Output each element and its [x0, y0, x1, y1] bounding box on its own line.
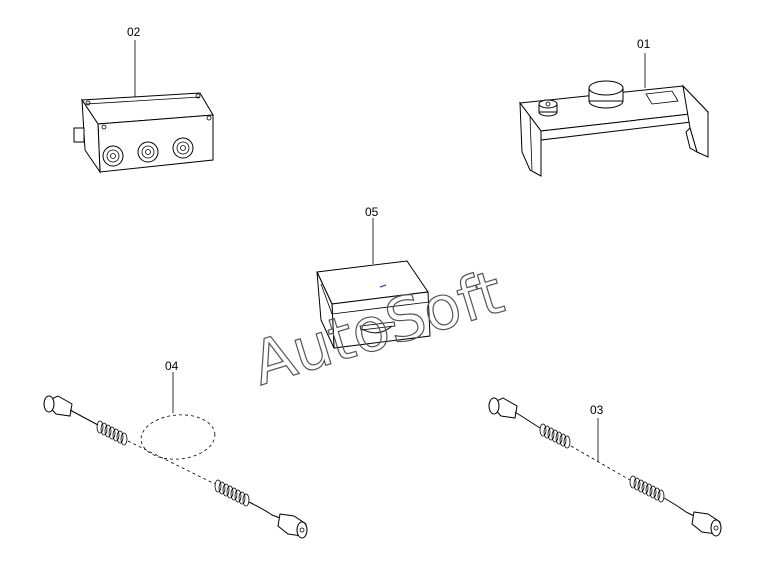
part-02-junction-box[interactable]	[73, 40, 214, 174]
callout-02: 02	[127, 25, 141, 39]
part-04-cable-with-loop[interactable]	[43, 372, 308, 539]
part-05-case[interactable]	[316, 218, 431, 349]
part-03-cable[interactable]	[488, 397, 722, 537]
callout-05: 05	[365, 205, 379, 219]
callout-04: 04	[165, 359, 179, 373]
callout-01: 01	[637, 37, 651, 51]
part-01-bridge-stand[interactable]	[519, 53, 710, 177]
callout-03: 03	[590, 403, 604, 417]
